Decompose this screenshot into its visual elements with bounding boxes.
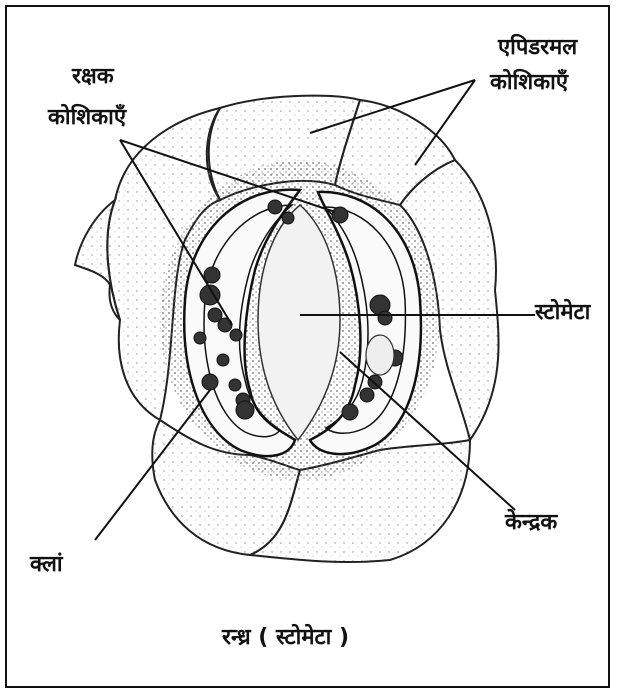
figure-caption: रन्ध्र ( स्टोमेटा ): [222, 625, 349, 650]
label-chloroplast-partial: क्लां: [30, 552, 63, 577]
label-guard-cells-line1: रक्षक: [72, 64, 114, 89]
label-epidermal-line2: कोशिकाएँ: [490, 70, 568, 95]
label-stomata: स्टोमेटा: [535, 300, 590, 325]
nucleus: [366, 335, 394, 375]
label-epidermal-line1: एपिडरमल: [498, 35, 577, 60]
label-nucleus: केन्द्रक: [505, 510, 557, 535]
label-guard-cells-line2: कोशिकाएँ: [48, 105, 126, 130]
